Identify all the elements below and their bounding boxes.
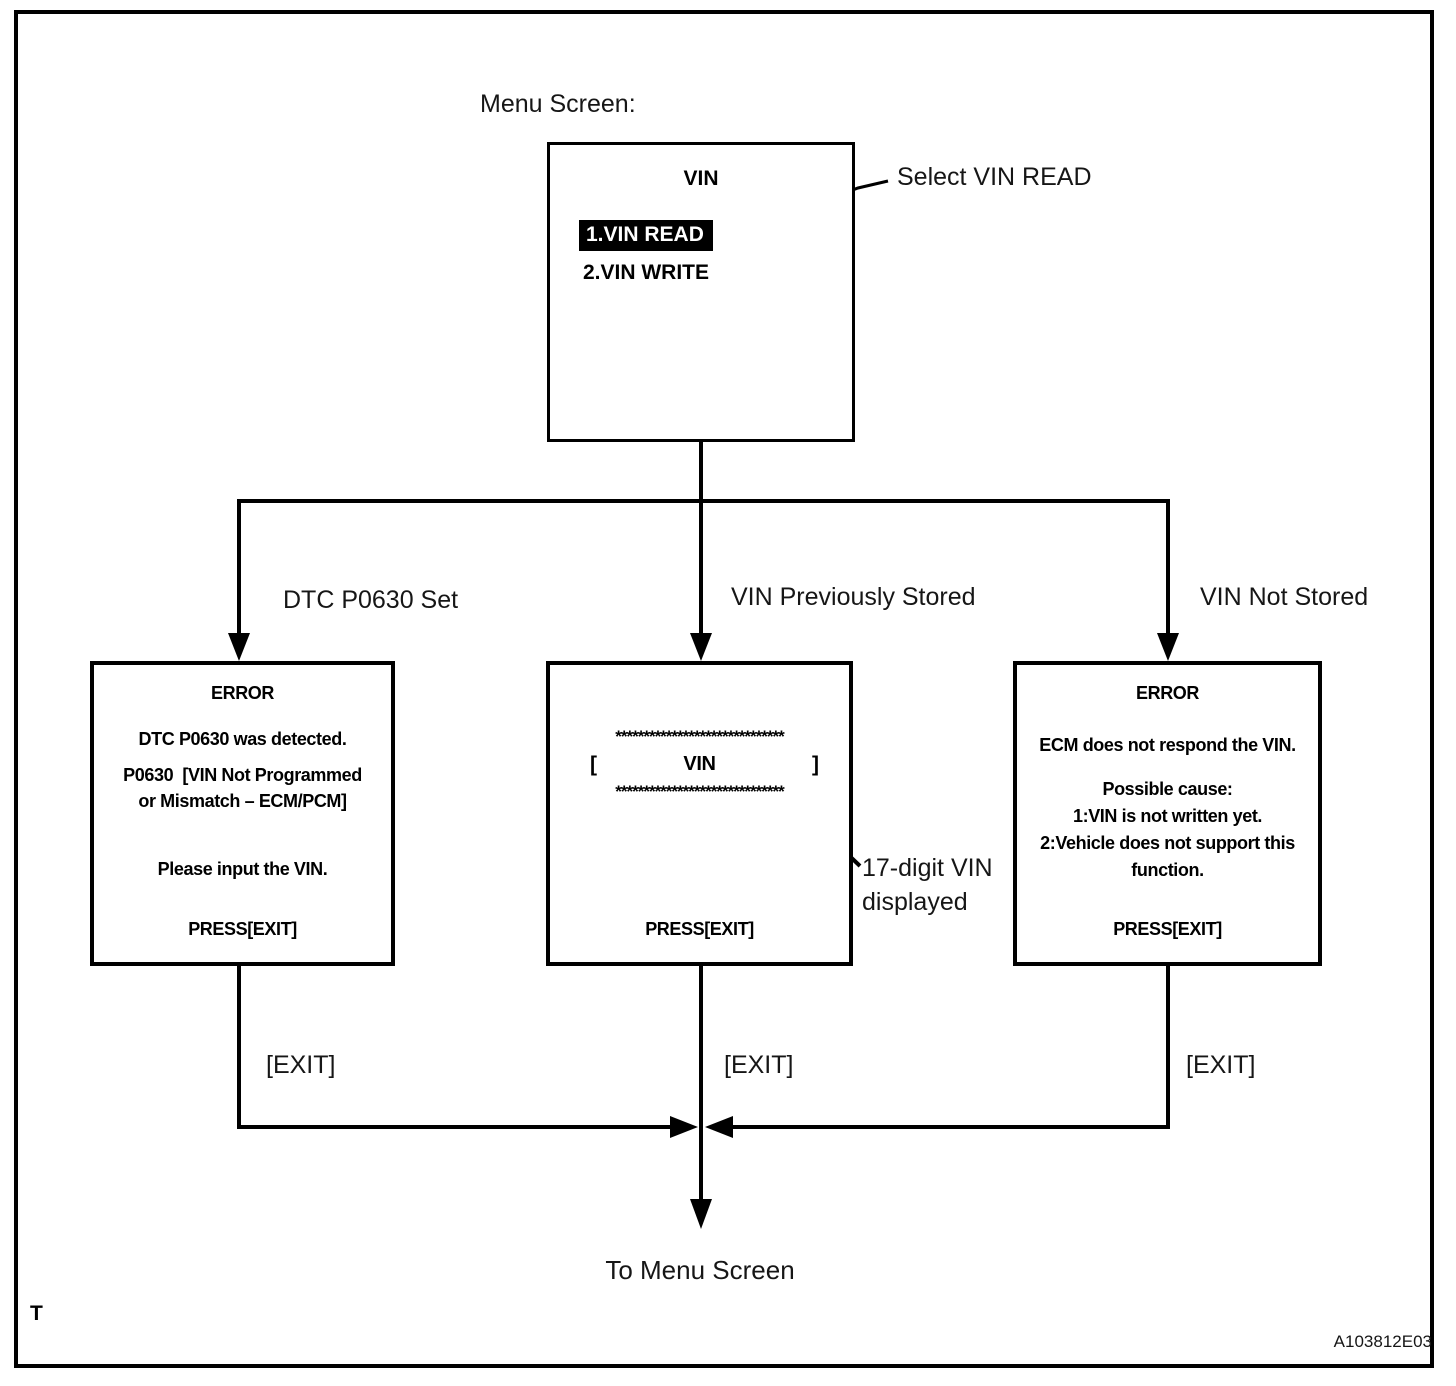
menu-item-vin-read-selected: 1.VIN READ	[579, 220, 713, 251]
stars-row-bottom: ******************************	[615, 782, 784, 801]
stars-row-top: ******************************	[615, 727, 784, 746]
error-text-line: Possible cause:	[1102, 779, 1233, 799]
corner-mark: T	[30, 1302, 43, 1325]
press-exit-prompt: PRESS[EXIT]	[645, 919, 754, 939]
exit-label-right: [EXIT]	[1186, 1051, 1256, 1079]
error-screen-no-response: ERROR ECM does not respond the VIN. Poss…	[1013, 661, 1322, 966]
error-text-line: 2:Vehicle does not support this	[1040, 833, 1295, 853]
bracket-open: [	[590, 753, 597, 776]
error-text-line: DTC P0630 was detected.	[138, 729, 347, 749]
bracket-close: ]	[812, 753, 819, 776]
error-title: ERROR	[1135, 683, 1200, 703]
right-left-arrowhead-icon	[705, 1116, 733, 1138]
error-text-line: 1:VIN is not written yet.	[1072, 806, 1263, 826]
branch-label-vin-not-stored: VIN Not Stored	[1200, 583, 1369, 611]
vin-display-screen: ****************************** [ VIN ] *…	[546, 661, 853, 966]
menu-screen-label: Menu Screen:	[480, 90, 636, 118]
vin-displayed-annotation-line1: 17-digit VIN	[862, 854, 993, 882]
to-menu-screen-label: To Menu Screen	[605, 1255, 795, 1285]
right-down-arrowhead-icon	[1157, 633, 1179, 661]
to-menu-arrowhead-icon	[690, 1199, 712, 1229]
branch-label-vin-stored: VIN Previously Stored	[731, 583, 976, 611]
press-exit-prompt: PRESS[EXIT]	[1113, 919, 1222, 939]
error-text-line: Please input the VIN.	[157, 859, 328, 879]
error-text-line: P0630 [VIN Not Programmed	[123, 765, 362, 785]
menu-screen-title: VIN	[683, 167, 719, 190]
select-vin-read-annotation: Select VIN READ	[897, 163, 1092, 191]
center-down-arrowhead-icon	[690, 633, 712, 661]
vin-field-label: VIN	[683, 753, 716, 775]
outer-border	[14, 10, 1434, 1368]
vin-displayed-annotation-line2: displayed	[862, 887, 968, 916]
left-right-arrowhead-icon	[670, 1116, 698, 1138]
error-text-line: ECM does not respond the VIN.	[1039, 735, 1296, 755]
exit-label-center: [EXIT]	[724, 1051, 794, 1079]
left-down-arrowhead-icon	[228, 633, 250, 661]
exit-label-left: [EXIT]	[266, 1051, 336, 1079]
branch-label-dtc-set: DTC P0630 Set	[283, 586, 459, 614]
menu-item-vin-write: 2.VIN WRITE	[583, 261, 710, 284]
press-exit-prompt: PRESS[EXIT]	[188, 919, 297, 939]
vin-displayed-annotation: 17-digit VIN displayed	[862, 852, 993, 920]
error-screen-dtc-p0630: ERROR DTC P0630 was detected. P0630 [VIN…	[90, 661, 395, 966]
error-title: ERROR	[210, 683, 275, 703]
error-text-line: or Mismatch – ECM/PCM]	[138, 791, 347, 811]
menu-screen-box: VIN 1.VIN READ 2.VIN WRITE	[547, 142, 855, 442]
error-text-line: function.	[1131, 860, 1204, 880]
figure-code: A103812E03	[1333, 1332, 1432, 1351]
